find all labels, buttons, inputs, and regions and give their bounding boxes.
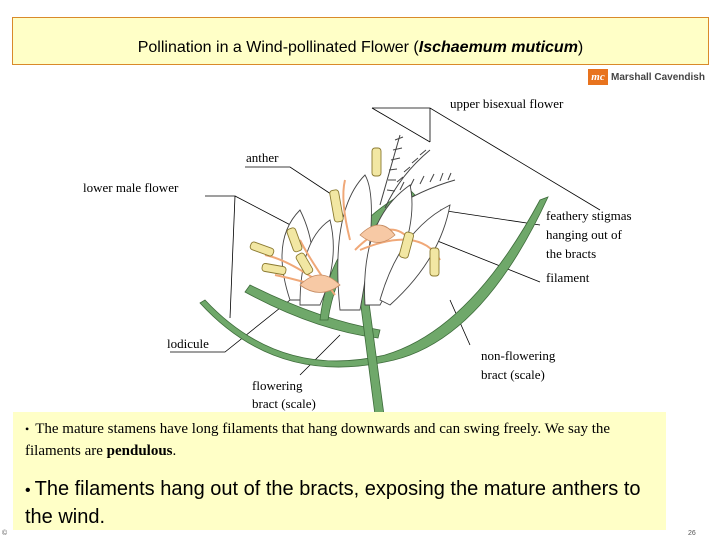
bullet-icon: • (25, 482, 31, 499)
label-anther: anther (246, 150, 279, 165)
caption-box: •The mature stamens have long filaments … (13, 412, 666, 530)
anthers (249, 147, 440, 277)
footer-page-number: 26 (688, 530, 696, 537)
caption-point-2-text: The filaments hang out of the bracts, ex… (25, 478, 641, 528)
leader-feathery-stigmas (439, 209, 541, 226)
label-upper-bisexual-flower: upper bisexual flower (450, 96, 564, 111)
label-non-flowering-bract-2: bract (scale) (481, 367, 545, 382)
label-flowering-bract-2: bract (scale) (252, 396, 316, 411)
leader-anther (245, 166, 341, 201)
page-title: Pollination in a Wind-pollinated Flower … (13, 39, 708, 57)
flowering-bract (244, 284, 381, 339)
bracket-lower-flower (205, 195, 236, 319)
leader-lodicule (170, 299, 291, 353)
ovary-shape (359, 224, 396, 243)
logo-mark: mc (588, 69, 608, 85)
caption-point-1: •The mature stamens have long filaments … (25, 418, 660, 462)
leader-upper-flower-2 (371, 107, 431, 143)
caption-point-1-bold: pendulous (106, 443, 173, 459)
title-species: Ischaemum muticum (418, 39, 578, 56)
title-suffix: ) (577, 39, 584, 56)
caption-point-1-end: . (172, 443, 177, 459)
outer-bract (199, 196, 549, 368)
title-box: Pollination in a Wind-pollinated Flower … (12, 17, 709, 65)
leader-flowering-bract (299, 334, 341, 376)
footer-copyright: © (2, 530, 8, 537)
label-lower-male-flower: lower male flower (83, 180, 179, 195)
publisher-logo: mc Marshall Cavendish (588, 68, 705, 86)
caption-point-2: •The filaments hang out of the bracts, e… (25, 476, 665, 530)
label-feathery-stigmas-3: the bracts (546, 246, 597, 261)
leader-lines (170, 107, 601, 376)
lodicule-shape (299, 274, 341, 293)
label-filament: filament (546, 270, 590, 285)
label-lodicule: lodicule (167, 336, 209, 351)
logo-text: Marshall Cavendish (611, 71, 705, 83)
label-non-flowering-bract-1: non-flowering (481, 348, 556, 363)
label-feathery-stigmas-1: feathery stigmas (546, 208, 632, 223)
label-feathery-stigmas-2: hanging out of (546, 227, 622, 242)
label-flowering-bract-1: flowering (252, 378, 303, 393)
feathery-stigmas (379, 134, 456, 211)
flower-diagram (170, 107, 601, 416)
bullet-icon: • (25, 422, 30, 436)
title-prefix: Pollination in a Wind-pollinated Flower … (137, 39, 419, 56)
leader-filament (434, 239, 541, 283)
caption-point-1-text: The mature stamens have long filaments t… (25, 421, 611, 459)
